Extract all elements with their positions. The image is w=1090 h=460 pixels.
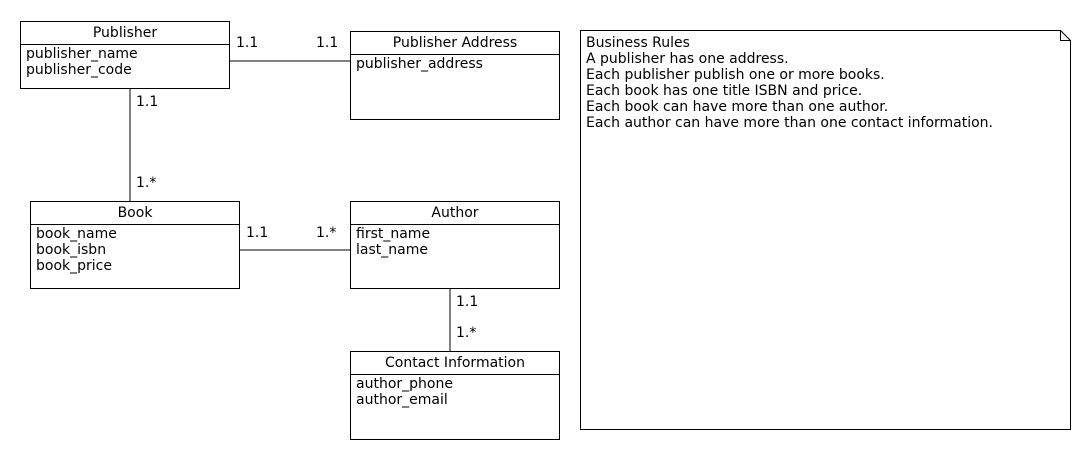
class-title: Publisher [21,22,229,45]
attribute: first_name [356,226,431,242]
attribute: last_name [356,242,428,258]
note-line: A publisher has one address. [586,51,789,67]
attribute: author_phone [356,376,453,392]
class-attributes: book_name book_isbn book_price [31,225,239,275]
note-line: Each publisher publish one or more books… [586,67,885,83]
attribute: publisher_address [356,56,483,72]
note-line: Each book can have more than one author. [586,99,889,115]
class-title: Contact Information [351,352,559,375]
class-attributes: publisher_name publisher_code [21,45,229,79]
class-publisher-address[interactable]: Publisher Address publisher_address [350,31,560,120]
business-rules-note: Business Rules A publisher has one addre… [586,35,993,131]
multiplicity-book-to-author: 1.1 [246,225,269,241]
multiplicity-contact-from-author: 1.* [456,325,477,341]
multiplicity-author-from-book: 1.* [316,225,337,241]
class-title: Author [351,202,559,225]
attribute: publisher_code [26,62,132,78]
multiplicity-publisher-to-address: 1.1 [236,35,259,51]
class-title: Book [31,202,239,225]
class-attributes: publisher_address [351,55,559,73]
note-line: Each book has one title ISBN and price. [586,83,863,99]
note-title: Business Rules [586,35,690,51]
multiplicity-author-to-contact: 1.1 [456,294,479,310]
class-author[interactable]: Author first_name last_name [350,201,560,289]
class-book[interactable]: Book book_name book_isbn book_price [30,201,240,289]
class-attributes: author_phone author_email [351,375,559,409]
attribute: book_name [36,226,117,242]
class-title: Publisher Address [351,32,559,55]
multiplicity-address-from-publisher: 1.1 [316,35,339,51]
class-publisher[interactable]: Publisher publisher_name publisher_code [20,21,230,89]
class-attributes: first_name last_name [351,225,559,259]
multiplicity-book-from-publisher: 1.* [136,175,157,191]
note-outline [580,30,1071,430]
multiplicity-publisher-to-book: 1.1 [136,94,159,110]
attribute: book_isbn [36,242,107,258]
attribute: book_price [36,258,112,274]
note-line: Each author can have more than one conta… [586,115,994,131]
attribute: publisher_name [26,46,138,62]
class-contact-information[interactable]: Contact Information author_phone author_… [350,351,560,440]
note-folded-corner [1060,30,1071,41]
attribute: author_email [356,392,448,408]
